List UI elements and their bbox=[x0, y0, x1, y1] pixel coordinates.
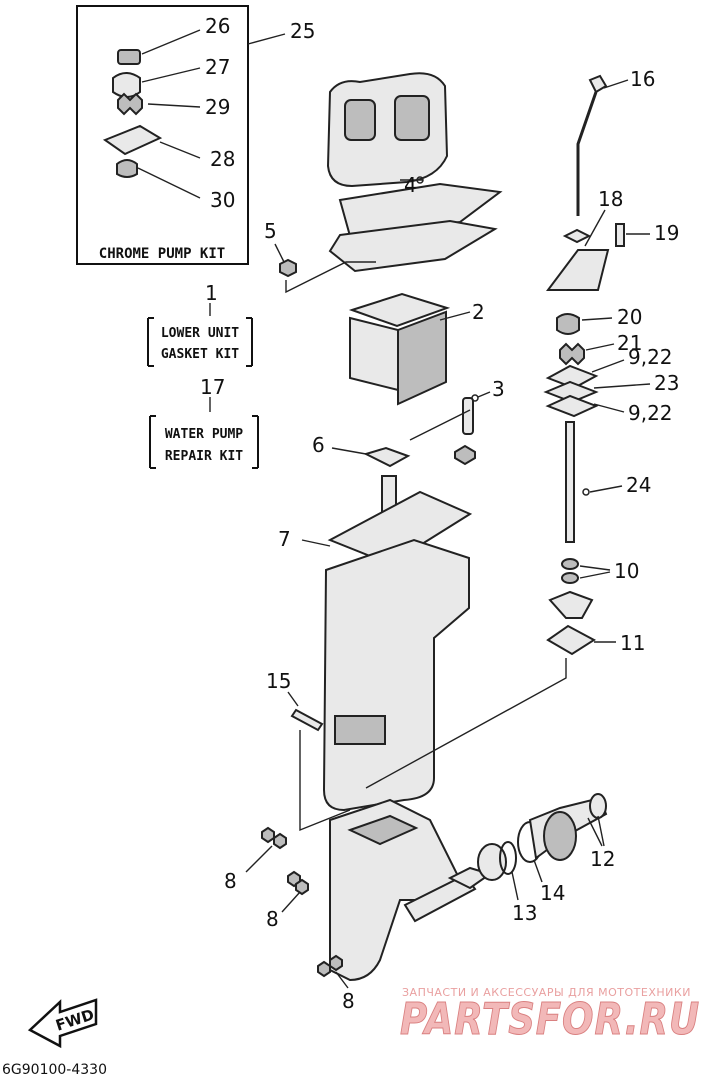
part-8-nuts: 8 8 8 bbox=[224, 826, 355, 1013]
water-pump-repair-kit: 17 WATER PUMP REPAIR KIT bbox=[149, 375, 259, 469]
callout-23: 23 bbox=[654, 371, 679, 395]
callout-18: 18 bbox=[598, 187, 623, 211]
callout-9-22-b: 9,22 bbox=[628, 401, 673, 425]
callout-20: 20 bbox=[617, 305, 642, 329]
part-28-plate bbox=[102, 124, 163, 156]
callout-1: 1 bbox=[205, 281, 218, 305]
part-5: 5 bbox=[264, 219, 376, 294]
drawing-code: 6G90100-4330 bbox=[2, 1062, 107, 1077]
callout-25: 25 bbox=[290, 19, 315, 43]
callout-8-c: 8 bbox=[342, 989, 355, 1013]
part-6: 6 bbox=[312, 433, 411, 468]
callout-21: 21 bbox=[617, 331, 642, 355]
callout-9-22-a: 9,22 bbox=[628, 345, 673, 369]
part-26-plate bbox=[117, 49, 141, 65]
chrome-pump-kit-label: CHROME PUMP KIT bbox=[99, 246, 225, 262]
part-4-plate bbox=[338, 182, 503, 238]
callout-10: 10 bbox=[614, 559, 639, 583]
part-11-plate bbox=[546, 624, 596, 656]
gearcase bbox=[329, 798, 477, 982]
watermark-tagline: ЗАПЧАСТИ И АКСЕССУАРЫ ДЛЯ МОТОТЕХНИКИ bbox=[402, 986, 691, 999]
callout-8-b: 8 bbox=[266, 907, 279, 931]
callout-2: 2 bbox=[472, 300, 485, 324]
part-21-impeller bbox=[559, 342, 585, 366]
callout-7: 7 bbox=[278, 527, 291, 551]
part-20-bushing bbox=[556, 313, 580, 335]
water-pump-column: 16 18 19 20 21 9,22 23 9,22 24 10 bbox=[365, 67, 679, 789]
part-29-impeller bbox=[117, 92, 143, 116]
callout-13: 13 bbox=[512, 901, 537, 925]
callout-16: 16 bbox=[630, 67, 655, 91]
lower-unit-kit-line2: GASKET KIT bbox=[161, 347, 239, 362]
chrome-pump-kit-box: CHROME PUMP KIT 26 27 29 28 30 25 bbox=[76, 5, 315, 265]
callout-26: 26 bbox=[205, 14, 230, 38]
lower-unit-gasket-kit: 1 LOWER UNIT GASKET KIT bbox=[147, 281, 253, 367]
callout-17: 17 bbox=[200, 375, 225, 399]
callout-6: 6 bbox=[312, 433, 325, 457]
upper-assembly: 4 bbox=[326, 72, 503, 273]
drive-shaft bbox=[565, 421, 575, 543]
fwd-arrow: FWD bbox=[27, 998, 98, 1049]
callout-29: 29 bbox=[205, 95, 230, 119]
callout-28: 28 bbox=[210, 147, 235, 171]
part-15: 15 bbox=[266, 669, 351, 832]
part-30-seal bbox=[116, 159, 138, 178]
forward-arrow-icon bbox=[27, 998, 98, 1049]
part-27-bushing bbox=[112, 72, 141, 98]
callout-14: 14 bbox=[540, 881, 565, 905]
callout-8-a: 8 bbox=[224, 869, 237, 893]
part-13-oring bbox=[499, 841, 517, 875]
drive-shaft-housing: 7 bbox=[278, 475, 473, 812]
lower-unit-kit-line1: LOWER UNIT bbox=[161, 326, 239, 341]
callout-12: 12 bbox=[590, 847, 615, 871]
prop-shaft-parts: 12 13 14 bbox=[447, 793, 615, 925]
water-pump-kit-line1: WATER PUMP bbox=[165, 427, 243, 442]
pump-lever bbox=[546, 249, 610, 291]
callout-19: 19 bbox=[654, 221, 679, 245]
water-pump-kit-line2: REPAIR KIT bbox=[165, 449, 243, 464]
callout-27: 27 bbox=[205, 55, 230, 79]
callout-11: 11 bbox=[620, 631, 645, 655]
nut-icon bbox=[279, 258, 297, 278]
callout-15: 15 bbox=[266, 669, 291, 693]
part-2: 2 bbox=[348, 292, 485, 406]
callout-3: 3 bbox=[492, 377, 505, 401]
part-3: 3 bbox=[409, 377, 505, 466]
callout-5: 5 bbox=[264, 219, 277, 243]
watermark: ЗАПЧАСТИ И АКСЕССУАРЫ ДЛЯ МОТОТЕХНИКИ PA… bbox=[400, 986, 700, 1046]
watermark-brand: PARTSFOR.RU bbox=[400, 994, 700, 1045]
callout-30: 30 bbox=[210, 188, 235, 212]
callout-24: 24 bbox=[626, 473, 651, 497]
callout-4: 4 bbox=[404, 173, 417, 197]
